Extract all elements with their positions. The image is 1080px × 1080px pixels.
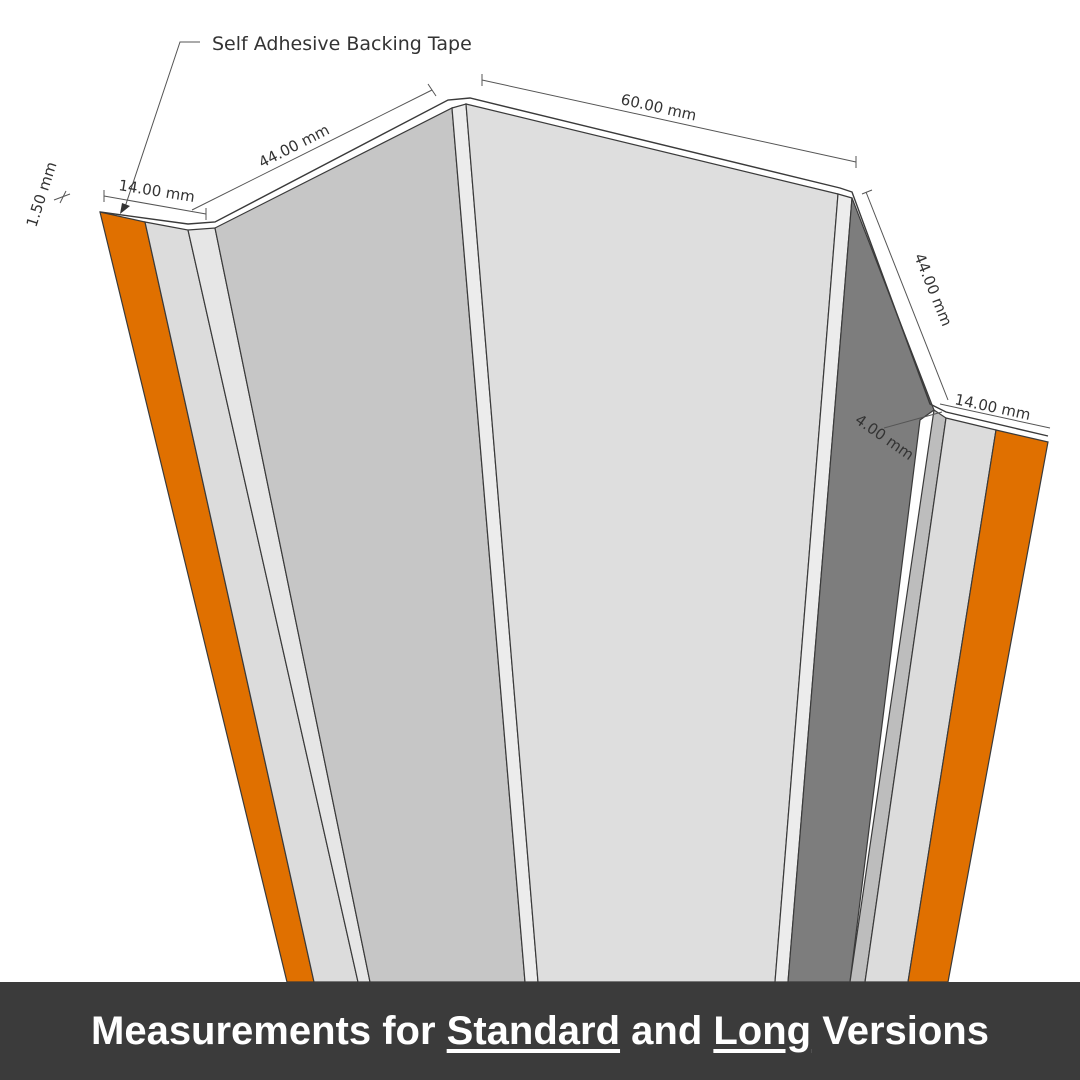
caption-text: Measurements for Standard and Long Versi… [91, 1009, 989, 1054]
dimension-lines [53, 41, 1051, 429]
caption-bar: Measurements for Standard and Long Versi… [0, 982, 1080, 1080]
dim-thickness: 1.50 mm [23, 160, 61, 230]
dim-left-flange: 14.00 mm [117, 176, 196, 206]
backing-tape-callout: Self Adhesive Backing Tape [212, 33, 472, 55]
dim-right-flange: 14.00 mm [953, 390, 1032, 424]
caption-part-3: Versions [811, 1008, 989, 1053]
dim-top: 60.00 mm [619, 90, 698, 124]
top-outline [99, 97, 1049, 437]
caption-part-1: Measurements for [91, 1008, 447, 1053]
caption-standard: Standard [446, 1008, 621, 1053]
dim-right-side: 44.00 mm [910, 251, 956, 329]
caption-long: Long [713, 1008, 812, 1053]
right-side-face [787, 197, 935, 983]
caption-part-2: and [620, 1008, 714, 1053]
